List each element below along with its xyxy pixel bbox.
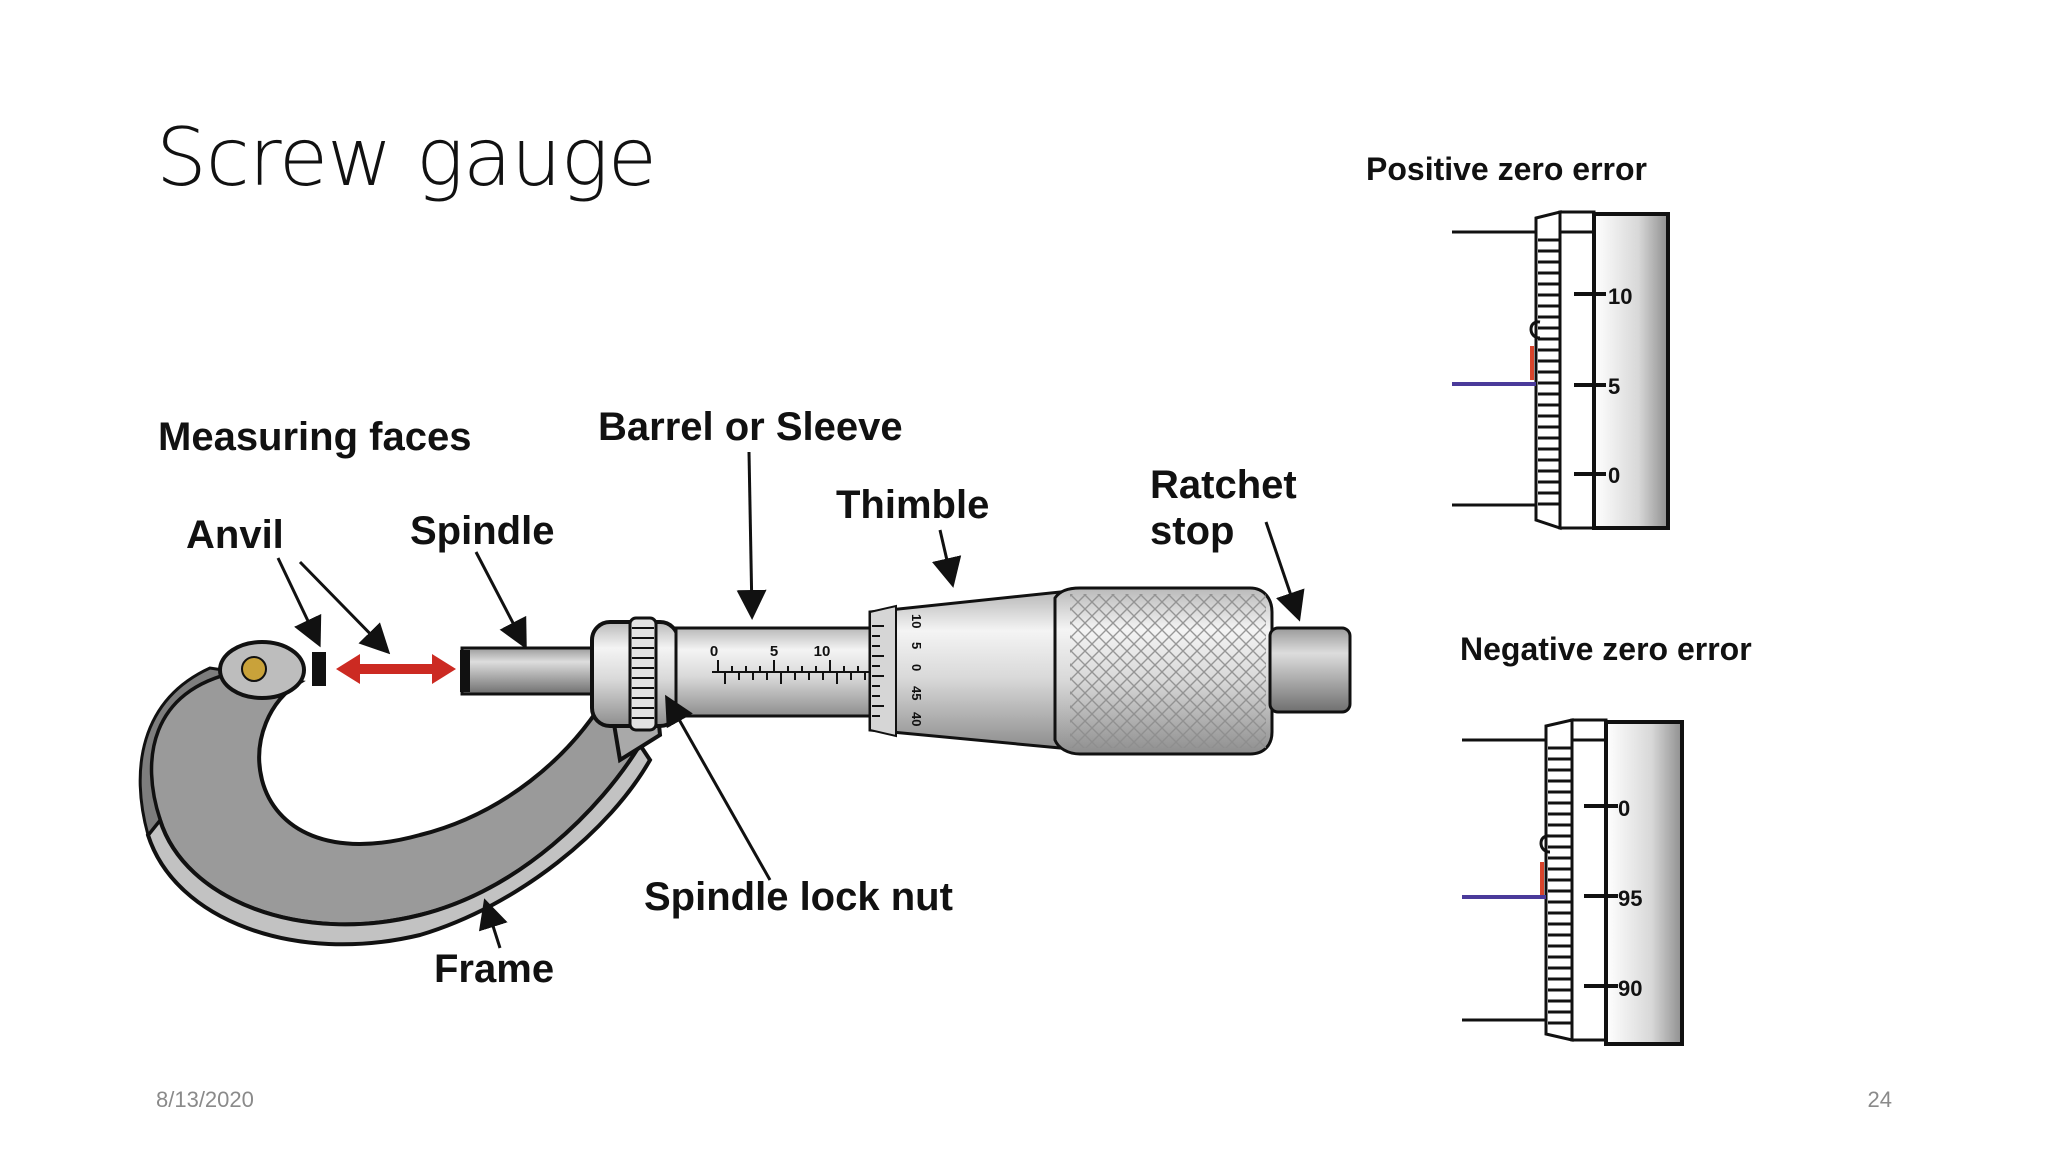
negative-scale-0: 0 [1618, 796, 1630, 821]
negative-scale-1: 95 [1618, 886, 1642, 911]
label-spindle-lock-nut: Spindle lock nut [644, 875, 953, 919]
slide-page-number: 24 [1867, 1087, 1892, 1112]
positive-zero-error-diagram: 10 5 0 [1452, 210, 1670, 531]
positive-scale-1: 5 [1608, 374, 1620, 399]
thimble-knurled-grip [1053, 586, 1274, 756]
label-measuring-faces: Measuring faces [158, 415, 471, 459]
ratchet-stop [1268, 626, 1352, 714]
barrel-sleeve: 0 5 10 [674, 626, 878, 718]
sleeve-scale-0: 0 [710, 643, 718, 660]
leader-arrows [276, 451, 1305, 949]
measuring-faces-arrow [336, 654, 456, 684]
negative-zero-error-diagram: 0 95 90 [1462, 718, 1684, 1046]
thimble-scale-2: 0 [909, 664, 924, 671]
thimble-scale-0: 10 [909, 614, 924, 628]
thimble-scale-3: 45 [909, 686, 924, 700]
label-ratchet-line1: Ratchet [1150, 463, 1297, 507]
positive-scale-2: 0 [1608, 463, 1620, 488]
anvil [312, 652, 326, 686]
thimble-scale-1: 5 [909, 642, 924, 649]
label-thimble: Thimble [836, 483, 989, 527]
sleeve-scale-2: 10 [814, 643, 831, 660]
thimble-scale-4: 40 [909, 712, 924, 726]
negative-scale-2: 90 [1618, 976, 1642, 1001]
positive-scale-0: 10 [1608, 284, 1632, 309]
label-anvil: Anvil [186, 513, 284, 557]
sleeve-scale-1: 5 [770, 643, 778, 660]
thimble: 10 5 0 45 40 [868, 590, 1062, 750]
slide-title: Screw gauge [156, 111, 657, 204]
label-barrel-sleeve: Barrel or Sleeve [598, 405, 903, 449]
slide-date: 8/13/2020 [156, 1087, 254, 1112]
label-ratchet-line2: stop [1150, 509, 1234, 553]
negative-zero-error-title: Negative zero error [1460, 631, 1752, 667]
spindle-lock-nut [590, 616, 680, 732]
positive-zero-error-title: Positive zero error [1366, 151, 1647, 187]
label-spindle: Spindle [410, 509, 554, 553]
label-frame: Frame [434, 947, 554, 991]
